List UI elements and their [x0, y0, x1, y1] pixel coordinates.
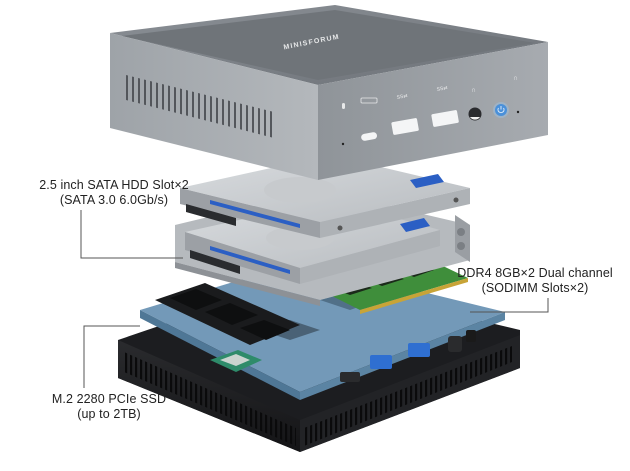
front-panel: SS⇄ SS⇄ ∩ ∩ — [341, 75, 520, 146]
m2-ssd — [155, 283, 300, 345]
usb-c-port — [361, 132, 378, 141]
hdd-leader-line — [80, 210, 183, 259]
hdd-upper — [180, 155, 470, 238]
leader-lines — [80, 210, 549, 388]
top-lid — [110, 5, 548, 180]
headphone-icon: ∩ — [471, 87, 476, 94]
callout-ssd-line2: (up to 2TB) — [77, 407, 141, 421]
usb3-ss-icon: SS⇄ — [436, 85, 448, 93]
headphone-icon: ∩ — [513, 75, 518, 82]
usb3-port-1: SS⇄ — [391, 93, 419, 135]
callout-hdd: 2.5 inch SATA HDD Slot×2 (SATA 3.0 6.0Gb… — [4, 178, 224, 208]
callout-ddr-line2: (SODIMM Slots×2) — [481, 281, 589, 295]
ssd-leader-line — [83, 325, 140, 388]
callout-ddr-line1: DDR4 8GB×2 Dual channel — [457, 266, 613, 280]
power-button: ∩ — [493, 75, 518, 118]
callout-ddr: DDR4 8GB×2 Dual channel (SODIMM Slots×2) — [440, 266, 630, 296]
usb3-port-2: SS⇄ — [431, 85, 459, 127]
callout-ssd: M.2 2280 PCIe SSD (up to 2TB) — [24, 392, 194, 422]
microphone-icon — [342, 103, 345, 109]
callout-hdd-line1: 2.5 inch SATA HDD Slot×2 — [39, 178, 189, 192]
ddr-leader-line — [470, 298, 549, 313]
headphone-jack: ∩ — [468, 87, 482, 121]
usb-c-icon — [360, 97, 378, 104]
wifi-card — [210, 350, 262, 372]
callout-hdd-line2: (SATA 3.0 6.0Gb/s) — [59, 193, 169, 207]
board-io-ports — [340, 330, 476, 382]
usb3-ss-icon: SS⇄ — [396, 93, 408, 101]
callout-ssd-line1: M.2 2280 PCIe SSD — [51, 392, 167, 406]
